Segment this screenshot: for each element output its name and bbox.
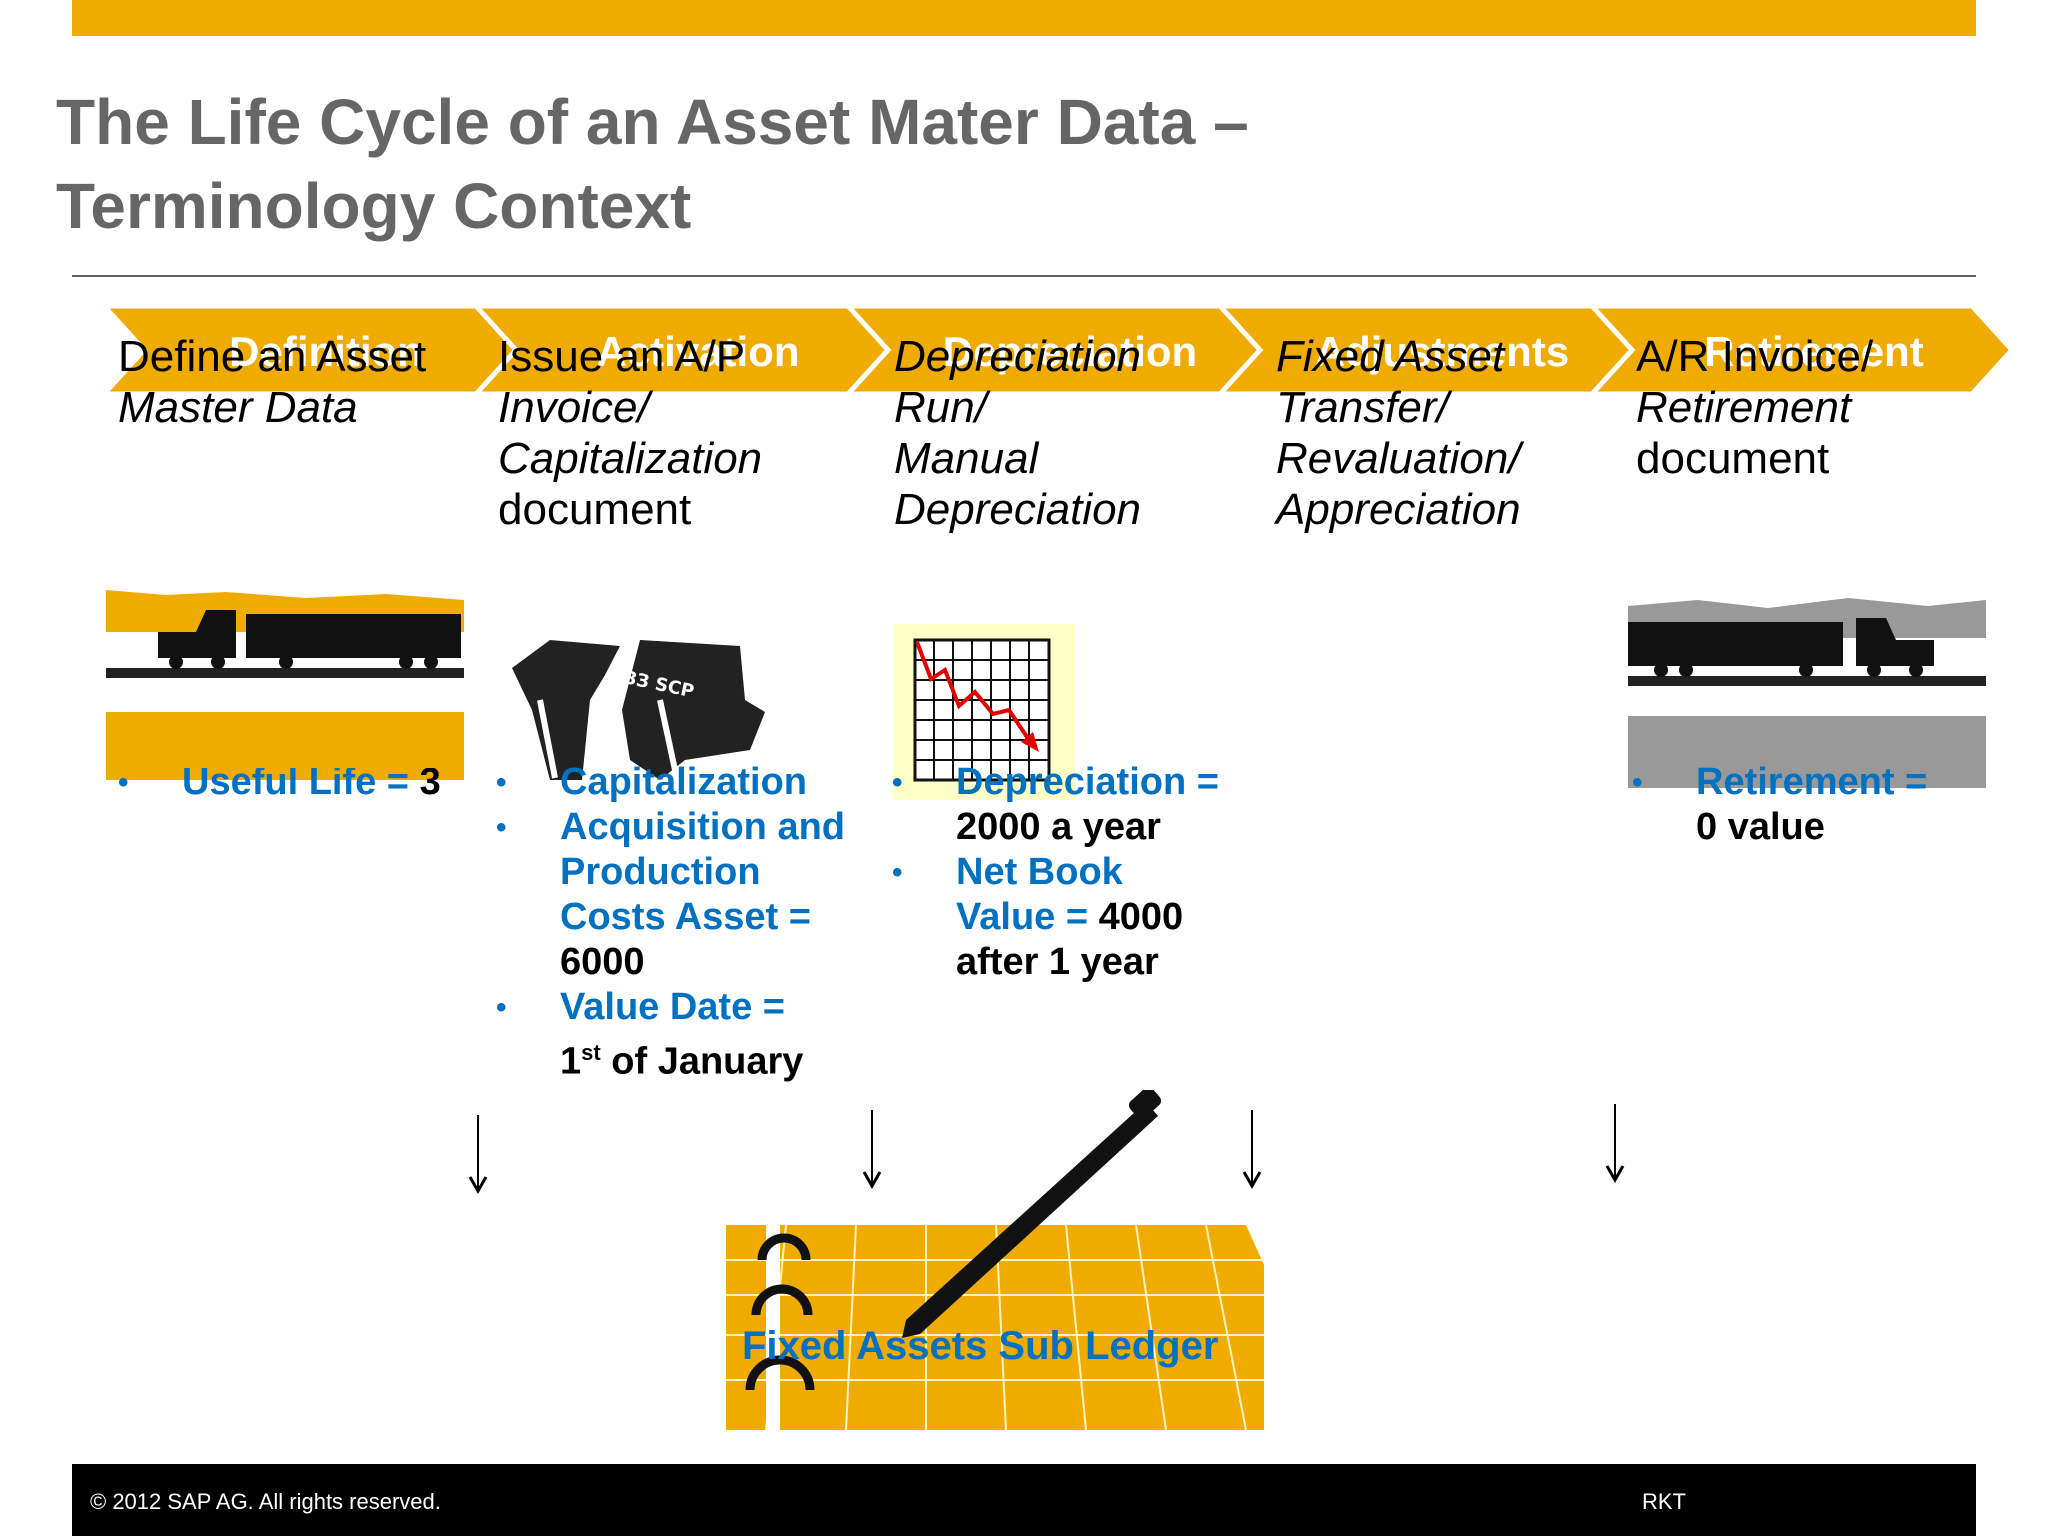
bullet-value: 3 [419, 768, 441, 803]
description-line: Invoice/ [498, 383, 650, 432]
bullet-term: Retirement = [1696, 761, 1928, 803]
footer-code: RKT [1642, 1489, 1686, 1514]
description-partial-line: Fixed Asset [1276, 332, 1505, 381]
description-partial-line: Issue an A/P [498, 332, 746, 381]
bullet-item: Capitalization [496, 760, 856, 805]
down-arrow-icon [1242, 1110, 1262, 1190]
bullet-item: Retirement = 0 value [1632, 760, 1932, 850]
bullet-item: Depreciation = 2000 a year [892, 760, 1232, 850]
bullet-item: Net Book Value = 4000 after 1 year [892, 850, 1232, 985]
bullet-value: 0 value [1696, 806, 1825, 848]
description-line: Capitalization [498, 434, 763, 483]
lifecycle-process-chevrons: Definition Activation Depreciation Adjus… [104, 303, 2016, 397]
bullet-term: Value Date = [560, 986, 785, 1028]
stage-description-definition: Define an Asset Master Data [118, 332, 448, 433]
description-line: document [1636, 434, 1830, 483]
top-brand-bar [72, 0, 1976, 36]
stage-description-adjustments: Fixed Asset Transfer/ Revaluation/ Appre… [1276, 332, 1606, 535]
bullet-term: Useful Life = [182, 768, 409, 803]
description-line: Run/ [894, 383, 987, 432]
description-line: Manual [894, 434, 1039, 483]
chevron-adjustments[interactable]: Adjustments [1214, 303, 1644, 397]
description-partial-line: Define an Asset [118, 332, 427, 381]
description-line: document [498, 485, 692, 534]
bullet-list-depreciation: Depreciation = 2000 a year Net Book Valu… [892, 760, 1232, 985]
bullet-value-sup: st [581, 1040, 601, 1065]
description-line: Master Data [118, 383, 358, 432]
footer-bar: © 2012 SAP AG. All rights reserved. RKT [72, 1464, 1976, 1536]
stage-description-retirement: A/R Invoice/ Retirement document [1636, 332, 1966, 484]
money-bills-icon: ЄЗЗ SCP [512, 640, 765, 780]
description-partial-line: Depreciation [894, 332, 1142, 381]
chevron-retirement[interactable]: Retirement [1586, 303, 2016, 397]
stage-description-depreciation: Depreciation Run/ Manual Depreciation [894, 332, 1224, 535]
chevron-label: Activation [596, 328, 799, 375]
ledger-label: Fixed Assets Sub Ledger [742, 1324, 1219, 1368]
ledger-pen-icon [726, 1090, 1264, 1430]
bullet-value: 6000 [560, 941, 645, 983]
bullet-term: Capitalization [560, 761, 808, 803]
truck-road-icon [106, 590, 464, 780]
bullet-item: Acquisition and Production Costs Asset =… [496, 805, 856, 985]
chevron-label: Depreciation [943, 328, 1197, 375]
description-line: Revaluation/ [1276, 434, 1521, 483]
chevron-activation[interactable]: Activation [470, 303, 900, 397]
description-line: Transfer/ [1276, 383, 1449, 432]
title-divider [72, 275, 1976, 277]
down-arrow-icon [1605, 1104, 1625, 1184]
title-line-2: Terminology Context [56, 170, 692, 242]
bullet-list-definition: Useful Life = 3 [118, 768, 478, 812]
chevron-label: Definition [229, 328, 423, 375]
bullet-list-retirement: Retirement = 0 value [1632, 760, 1932, 850]
bullet-list-activation: Capitalization Acquisition and Productio… [496, 760, 856, 1085]
bullet-term: Net Book Value = [956, 851, 1123, 938]
copyright-text: © 2012 SAP AG. All rights reserved. [90, 1489, 441, 1514]
bullet-value: of January [611, 1040, 804, 1083]
bullet-item: Value Date = 1st of January [496, 985, 856, 1085]
description-line: Depreciation [894, 485, 1142, 534]
chevron-label: Adjustments [1315, 328, 1569, 375]
description-line: Appreciation [1276, 485, 1521, 534]
title-line-1: The Life Cycle of an Asset Mater Data – [56, 86, 1249, 158]
bullet-term: Acquisition and Production Costs Asset = [560, 806, 845, 938]
bullet-value: 2000 a year [956, 806, 1161, 848]
bullet-item: Useful Life = 3 [118, 768, 478, 805]
chevron-label: Retirement [1704, 328, 1923, 375]
down-arrow-icon [468, 1115, 488, 1195]
stage-description-activation: Issue an A/P Invoice/ Capitalization doc… [498, 332, 828, 535]
description-partial-line: A/R Invoice/ [1636, 332, 1874, 381]
bullet-value: 4000 after 1 year [956, 896, 1184, 983]
down-arrow-icon [862, 1110, 882, 1190]
bullet-term: Depreciation = [956, 761, 1219, 803]
description-line: Retirement [1636, 383, 1852, 432]
bullet-value-prefix: 1 [560, 1040, 582, 1083]
page-title: The Life Cycle of an Asset Mater Data – … [56, 80, 1556, 248]
